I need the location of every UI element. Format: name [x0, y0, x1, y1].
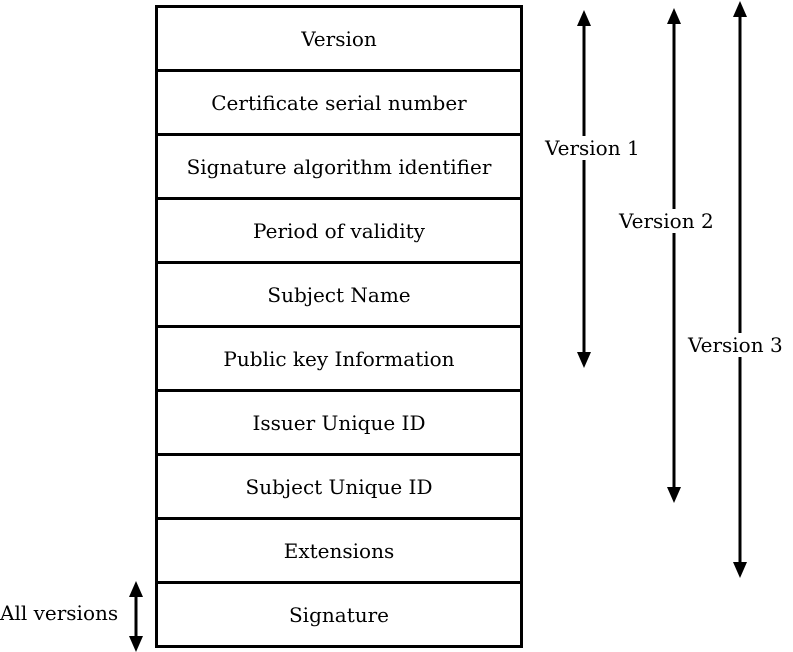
all-versions-label: All versions: [0, 601, 119, 625]
version1-span-arrow: [577, 10, 591, 368]
field-certificate-serial-number: Certificate serial number: [158, 69, 520, 133]
field-subject-unique-id: Subject Unique ID: [158, 453, 520, 517]
field-signature-algorithm-identifier: Signature algorithm identifier: [158, 133, 520, 197]
field-issuer-unique-id: Issuer Unique ID: [158, 389, 520, 453]
field-public-key-information: Public key Information: [158, 325, 520, 389]
version3-label: Version 3: [688, 333, 783, 357]
all-versions-span-arrow: [129, 581, 143, 652]
version3-span-arrow: [733, 1, 747, 578]
field-subject-name: Subject Name: [158, 261, 520, 325]
certificate-structure: Version Certificate serial number Signat…: [155, 5, 523, 648]
version2-label: Version 2: [619, 209, 714, 233]
field-version: Version: [158, 5, 520, 69]
field-period-of-validity: Period of validity: [158, 197, 520, 261]
version1-label: Version 1: [545, 136, 640, 160]
field-extensions: Extensions: [158, 517, 520, 581]
field-signature: Signature: [158, 581, 520, 648]
version2-span-arrow: [667, 8, 681, 503]
